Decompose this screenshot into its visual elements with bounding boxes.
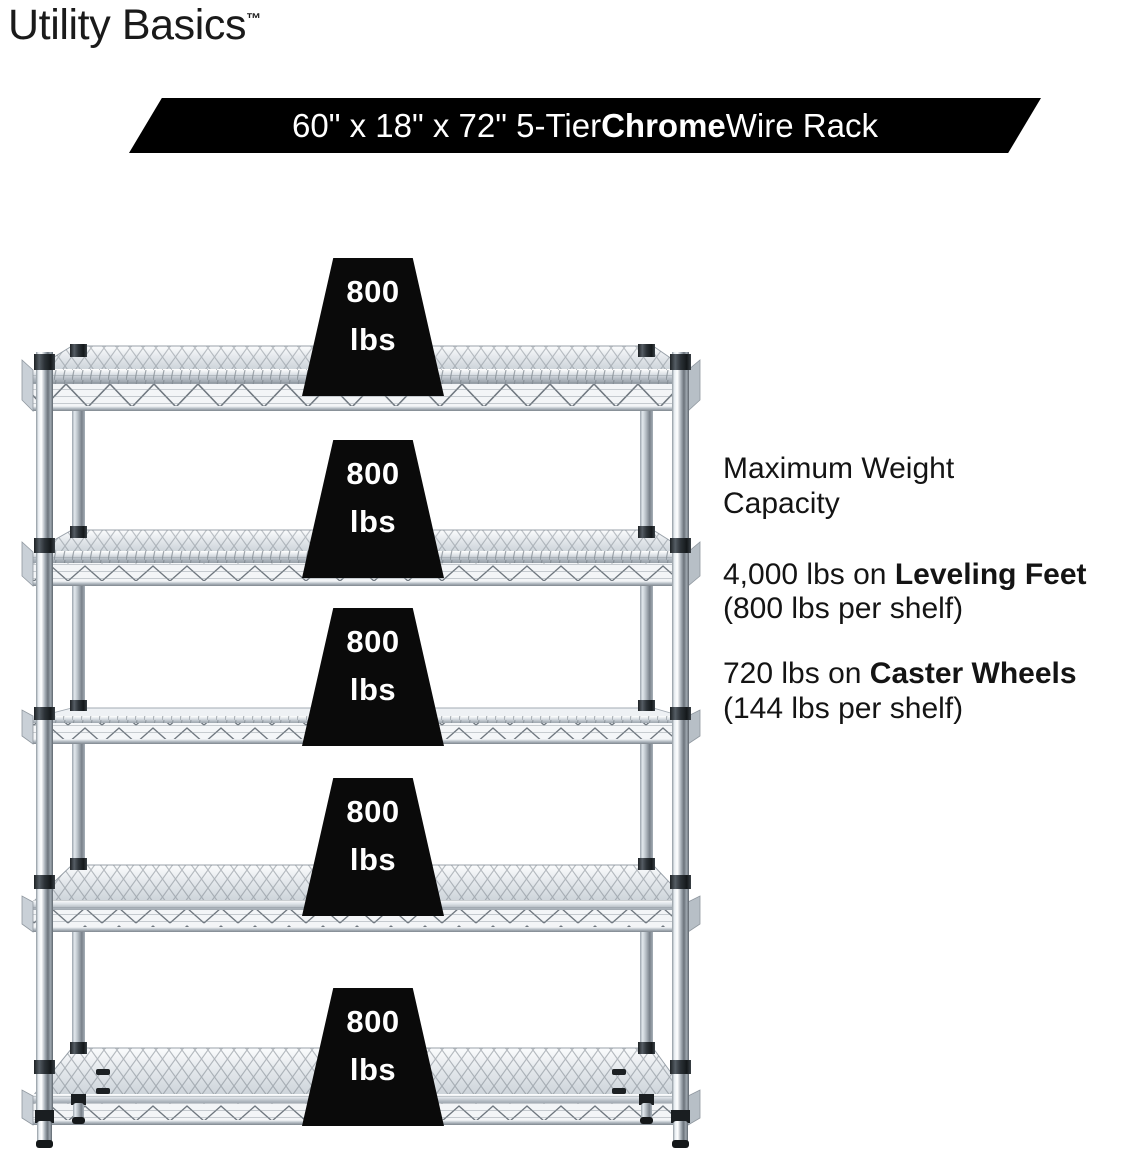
caster-wheels-value: 720 lbs xyxy=(723,657,820,691)
leveling-feet-value: 4,000 lbs xyxy=(723,557,845,591)
capacity-item-leveling-feet: 4,000 lbs on Leveling Feet (800 lbs per … xyxy=(723,558,1123,628)
banner-title-text: 60" x 18" x 72" 5-Tier Chrome Wire Rack xyxy=(129,98,1041,153)
capacity-copy-block: Maximum Weight Capacity 4,000 lbs on Lev… xyxy=(723,452,1123,727)
capacity-heading-line2: Capacity xyxy=(723,486,840,520)
trademark-symbol: ™ xyxy=(246,10,262,28)
weight-badge-unit: lbs xyxy=(349,672,397,707)
banner-prefix: 60" x 18" x 72" 5-Tier xyxy=(292,106,602,144)
weight-badge-unit: lbs xyxy=(349,504,397,539)
title-banner: 60" x 18" x 72" 5-Tier Chrome Wire Rack xyxy=(0,98,1123,156)
leveling-feet xyxy=(35,1094,690,1148)
weight-badge-number: 800 xyxy=(346,456,400,491)
brand-name: Utility Basics xyxy=(8,1,247,49)
caster-wheels-on: on xyxy=(819,657,870,691)
shelf-4 xyxy=(21,864,701,933)
weight-badge-number: 800 xyxy=(346,794,400,829)
leveling-feet-detail: (800 lbs per shelf) xyxy=(723,592,964,626)
weight-badge-number: 800 xyxy=(346,624,400,659)
banner-background-shape xyxy=(129,98,1041,153)
brand-wordmark: Utility Basics™ xyxy=(8,4,261,47)
capacity-heading-line1: Maximum Weight xyxy=(723,452,955,485)
leveling-feet-on: on xyxy=(844,557,895,591)
post-collars xyxy=(34,344,691,1074)
weight-badge-number: 800 xyxy=(346,274,400,309)
caster-wheels-detail: (144 lbs per shelf) xyxy=(723,691,964,725)
capacity-heading: Maximum Weight Capacity xyxy=(723,452,1123,522)
weight-badge-unit: lbs xyxy=(349,1052,397,1087)
capacity-item-caster-wheels: 720 lbs on Caster Wheels (144 lbs per sh… xyxy=(723,657,1123,727)
caster-wheels-emphasis: Caster Wheels xyxy=(869,657,1077,691)
weight-badge-unit: lbs xyxy=(349,842,397,877)
weight-badge-shelf-1: 800 lbs xyxy=(302,258,444,396)
leveling-feet-emphasis: Leveling Feet xyxy=(894,557,1087,591)
weight-badge-unit: lbs xyxy=(349,322,397,357)
weight-badge-number: 800 xyxy=(346,1004,400,1039)
banner-suffix: Wire Rack xyxy=(725,106,878,144)
banner-emphasis: Chrome xyxy=(601,106,726,144)
